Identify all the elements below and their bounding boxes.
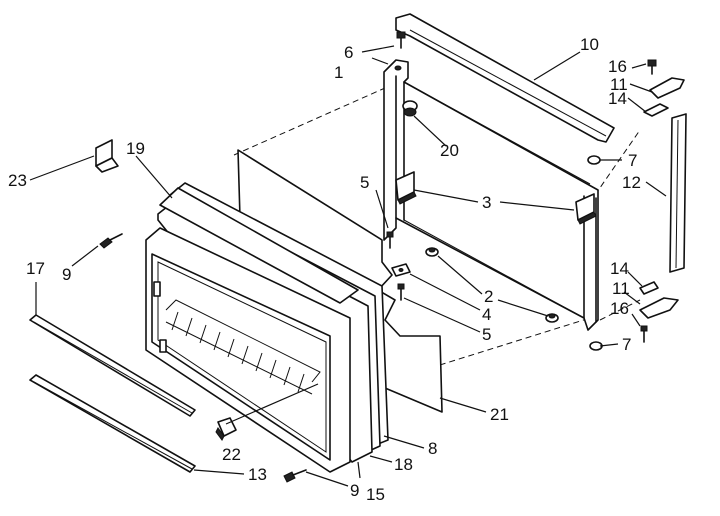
callout-11: 11 xyxy=(610,75,628,94)
callout-14: 14 xyxy=(608,89,627,108)
callout-1: 1 xyxy=(334,63,343,82)
bottom-hinge-assembly xyxy=(639,281,679,343)
callout-4: 4 xyxy=(482,305,491,324)
callout-5: 5 xyxy=(360,173,369,192)
callout-2: 2 xyxy=(484,287,493,306)
callout-7: 7 xyxy=(628,151,637,170)
screw-part xyxy=(386,231,394,249)
inner-frame xyxy=(159,187,359,304)
hinge-bracket xyxy=(395,171,417,205)
callout-23: 23 xyxy=(8,171,27,190)
leader-lines xyxy=(29,45,667,487)
callout-18: 18 xyxy=(394,455,413,474)
door-liner xyxy=(145,227,351,473)
side-rail xyxy=(669,113,687,273)
callout-14: 14 xyxy=(610,259,629,278)
callout-9: 9 xyxy=(62,265,71,284)
callout-19: 19 xyxy=(126,139,145,158)
top-hinge-assembly xyxy=(643,59,685,117)
screw-part xyxy=(396,31,406,49)
screw-part xyxy=(99,233,123,249)
screw-part xyxy=(283,469,307,483)
callout-11: 11 xyxy=(612,279,630,298)
clip-part xyxy=(215,417,237,441)
callout-15: 15 xyxy=(366,485,385,504)
callout-21: 21 xyxy=(490,405,509,424)
shelf-ribs xyxy=(171,311,305,393)
foot-part xyxy=(425,247,439,257)
callout-10: 10 xyxy=(580,35,599,54)
screw-part xyxy=(397,283,405,301)
callout-labels: 1 6 10 16 11 14 20 7 12 5 3 2 4 5 14 11 … xyxy=(8,35,641,504)
hinge-bracket xyxy=(575,193,597,225)
top-panel xyxy=(395,13,615,143)
callout-13: 13 xyxy=(248,465,267,484)
washer-part xyxy=(391,263,411,277)
callout-17: 17 xyxy=(26,259,45,278)
callout-6: 6 xyxy=(344,43,353,62)
cap-part xyxy=(587,155,601,165)
callout-9: 9 xyxy=(350,481,359,500)
callout-8: 8 xyxy=(428,439,437,458)
callout-7: 7 xyxy=(622,335,631,354)
callout-16: 16 xyxy=(608,57,627,76)
callout-12: 12 xyxy=(622,173,641,192)
foot-part xyxy=(545,313,559,323)
cap-part xyxy=(402,100,418,117)
callout-5: 5 xyxy=(482,325,491,344)
callout-3: 3 xyxy=(482,193,491,212)
bracket-part xyxy=(95,139,119,173)
callout-22: 22 xyxy=(222,445,241,464)
callout-20: 20 xyxy=(440,141,459,160)
callout-16: 16 xyxy=(610,299,629,318)
door-trim-strips xyxy=(29,314,196,473)
